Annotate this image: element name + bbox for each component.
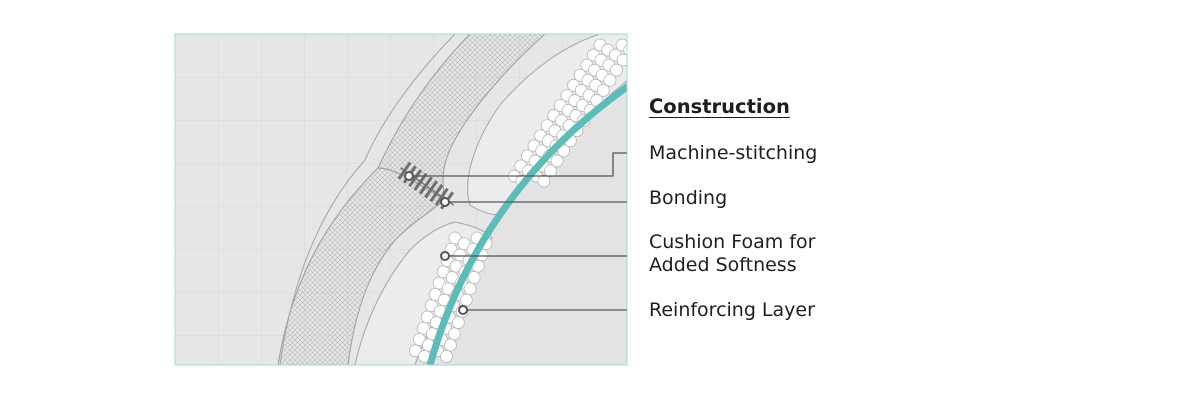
foam-cell xyxy=(596,83,610,97)
leader-machine-stitching xyxy=(409,152,627,177)
foam-cell xyxy=(544,164,557,178)
stitch-tick xyxy=(429,183,444,203)
foam-cell xyxy=(440,350,453,363)
label-reinforcing-layer: Reinforcing Layer xyxy=(649,299,815,321)
marker-cushion-foam xyxy=(440,251,450,261)
stitch-tick xyxy=(408,169,423,188)
stitch-tick xyxy=(424,180,439,199)
foam-cell xyxy=(467,271,481,284)
label-bonding: Bonding xyxy=(649,187,728,209)
construction-heading: Construction xyxy=(649,95,790,118)
foam-cell xyxy=(537,174,551,188)
foam-cell xyxy=(451,316,465,330)
marker-machine-stitching xyxy=(404,171,414,181)
foam-cell xyxy=(447,327,461,341)
stitch-tick xyxy=(434,187,449,206)
stitch-tick xyxy=(397,161,412,180)
foam-cell xyxy=(459,293,473,307)
stitch-tick xyxy=(418,176,433,195)
label-cushion-foam-line2: Added Softness xyxy=(649,254,797,276)
reinforcing-layer-band xyxy=(426,82,627,365)
callout-markers xyxy=(404,171,468,315)
foam-cell xyxy=(610,63,623,77)
outer-fabric-edge xyxy=(279,34,456,365)
diagram-frame xyxy=(174,33,628,366)
foam-cell xyxy=(557,144,571,158)
outer-body-region xyxy=(420,89,627,365)
marker-reinforcing-layer xyxy=(458,305,468,315)
foam-cell xyxy=(623,44,627,56)
label-cushion-foam-line1: Cushion Foam for xyxy=(649,231,816,253)
foam-cell xyxy=(616,53,627,67)
foam-cell xyxy=(550,154,564,168)
lower-outer-fabric xyxy=(277,167,446,365)
foam-cell xyxy=(603,73,617,87)
leader-lines xyxy=(409,152,627,311)
foam-cell xyxy=(463,282,477,296)
label-machine-stitching: Machine-stitching xyxy=(649,142,818,164)
marker-bonding xyxy=(440,197,450,207)
label-cushion-foam: Cushion Foam for Added Softness xyxy=(649,231,815,277)
foam-cell xyxy=(443,338,457,352)
